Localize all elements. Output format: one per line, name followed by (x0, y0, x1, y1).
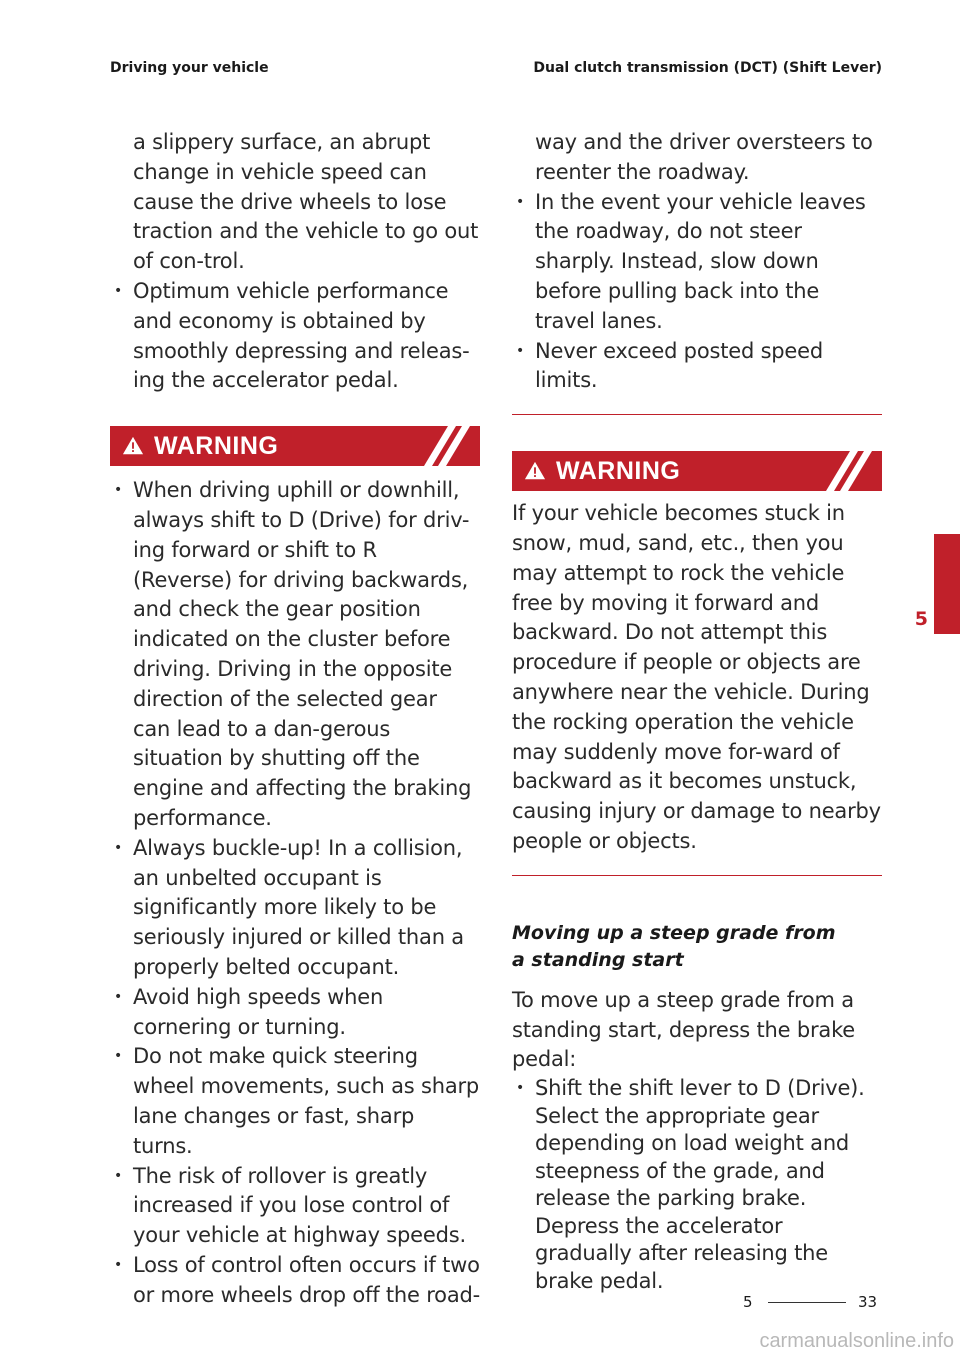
running-header-section: Driving your vehicle (110, 60, 269, 76)
list-item: Shift the shift lever to D (Drive). Sele… (512, 1075, 877, 1295)
chapter-side-tab (934, 534, 960, 634)
warning-paragraph: If your vehicle becomes stuck in snow, m… (512, 501, 881, 853)
warning-title: WARNING (556, 456, 681, 485)
chapter-side-number: 5 (914, 608, 928, 630)
list-item: Avoid high speeds when cornering or turn… (110, 983, 480, 1043)
warning-bullet-list: When driving uphill or downhill, always … (110, 476, 480, 1310)
running-header-title: Dual clutch transmission (DCT) (Shift Le… (533, 60, 882, 76)
list-item: When driving uphill or downhill, always … (110, 476, 480, 834)
footer-page-number: 33 (858, 1293, 878, 1311)
list-item: The risk of rollover is greatly increase… (110, 1162, 480, 1251)
footer-chapter-number: 5 (743, 1293, 753, 1311)
list-item: Optimum vehicle performance and economy … (110, 277, 480, 396)
continued-paragraph: way and the driver oversteers to reenter… (535, 130, 873, 184)
top-bullet-list: Optimum vehicle performance and economy … (110, 277, 480, 396)
warning-banner: WARNING (110, 426, 480, 467)
continued-paragraph: a slippery surface, an abrupt change in … (133, 130, 479, 274)
top-bullet-list: In the event your vehicle leaves the roa… (512, 188, 882, 397)
watermark-text: carmanualsonline.info (759, 1330, 954, 1352)
list-item: Always buckle-up! In a collision, an unb… (110, 834, 480, 983)
footer-divider (768, 1302, 846, 1303)
list-item: Never exceed posted speed limits. (512, 337, 882, 397)
left-column: a slippery surface, an abrupt change in … (110, 128, 480, 1310)
list-item: In the event your vehicle leaves the roa… (512, 188, 882, 337)
section-divider (512, 414, 882, 416)
warning-triangle-icon (122, 437, 144, 455)
section-intro: To move up a steep grade from a standing… (512, 987, 856, 1072)
right-column: way and the driver oversteers to reenter… (512, 128, 882, 1295)
list-item: Loss of control often occurs if two or m… (110, 1251, 480, 1311)
warning-triangle-icon (524, 462, 546, 480)
section-subheading: Moving up a steep grade from a standing … (512, 921, 836, 971)
warning-stripes-decoration (822, 451, 882, 492)
warning-stripes-decoration (420, 426, 480, 467)
warning-title: WARNING (154, 431, 279, 460)
section-divider (512, 874, 882, 876)
list-item: Do not make quick steering wheel movemen… (110, 1042, 480, 1161)
warning-banner: WARNING (512, 451, 882, 492)
step-list: Shift the shift lever to D (Drive). Sele… (512, 1075, 882, 1295)
